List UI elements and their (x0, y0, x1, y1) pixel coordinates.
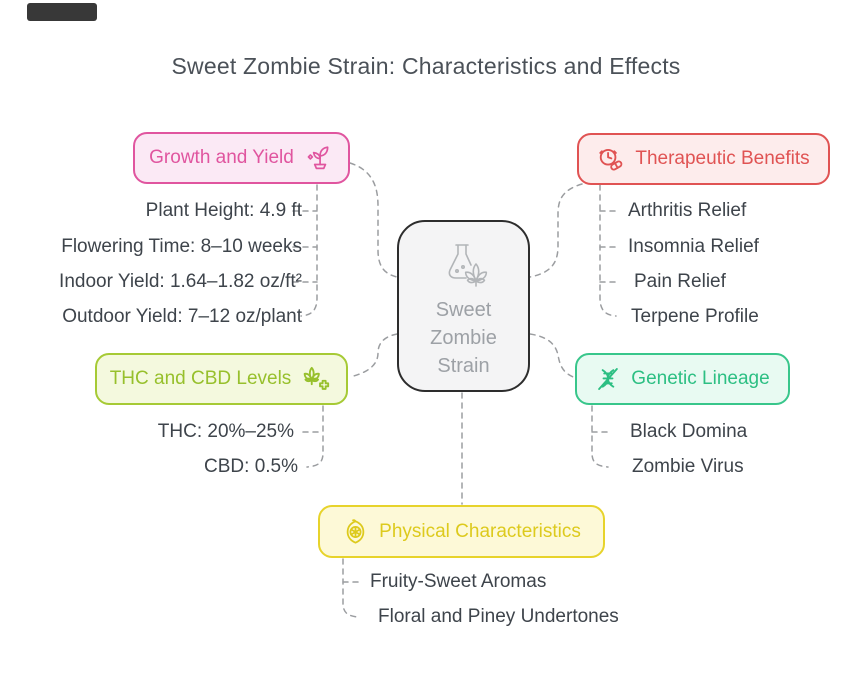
leaf-zombie-virus: Zombie Virus (632, 456, 744, 477)
sprout-icon (304, 144, 334, 172)
central-node: Sweet Zombie Strain (397, 220, 530, 392)
branch-label-thc-cbd: THC and CBD Levels (109, 368, 292, 389)
branch-label-genetic: Genetic Lineage (631, 368, 770, 389)
leaf-flowering-time: Flowering Time: 8–10 weeks (61, 236, 302, 257)
top-left-bar (27, 3, 97, 21)
branch-node-physical-characteristics: Physical Characteristics (318, 505, 605, 558)
leaf-arthritis-relief: Arthritis Relief (628, 200, 747, 221)
diagram-title: Sweet Zombie Strain: Characteristics and… (171, 53, 681, 79)
fruit-icon (342, 518, 369, 546)
central-node-label-line1: Sweet (435, 299, 492, 321)
cannabis-plus-icon (301, 365, 333, 393)
branch-label-growth: Growth and Yield (149, 147, 294, 168)
branch-node-genetic-lineage: Genetic Lineage (575, 353, 790, 405)
leaf-thc-level: THC: 20%–25% (157, 421, 294, 442)
central-node-label-line2: Zombie (430, 327, 497, 349)
branch-label-therapeutic: Therapeutic Benefits (635, 148, 810, 169)
leaf-floral-piney-undertones: Floral and Piney Undertones (378, 606, 619, 627)
leaf-pain-relief: Pain Relief (634, 271, 726, 292)
leaf-outdoor-yield: Outdoor Yield: 7–12 oz/plant (62, 306, 302, 327)
leaf-insomnia-relief: Insomnia Relief (628, 236, 759, 257)
central-node-label-line3: Strain (437, 355, 490, 377)
flask-cannabis-icon (433, 240, 495, 288)
branch-label-physical: Physical Characteristics (379, 520, 581, 542)
dna-icon (595, 366, 621, 392)
leaf-terpene-profile: Terpene Profile (631, 306, 759, 327)
leaf-cbd-level: CBD: 0.5% (204, 456, 298, 477)
leaf-plant-height: Plant Height: 4.9 ft (145, 200, 302, 221)
leaf-indoor-yield: Indoor Yield: 1.64–1.82 oz/ft² (59, 271, 302, 292)
leaf-fruity-sweet-aromas: Fruity-Sweet Aromas (370, 571, 547, 592)
branch-node-therapeutic-benefits: Therapeutic Benefits (577, 133, 830, 185)
leaf-black-domina: Black Domina (630, 421, 748, 442)
clock-pill-icon (597, 146, 625, 172)
branch-node-growth-and-yield: Growth and Yield (133, 132, 350, 184)
branch-node-thc-cbd-levels: THC and CBD Levels (95, 353, 348, 405)
